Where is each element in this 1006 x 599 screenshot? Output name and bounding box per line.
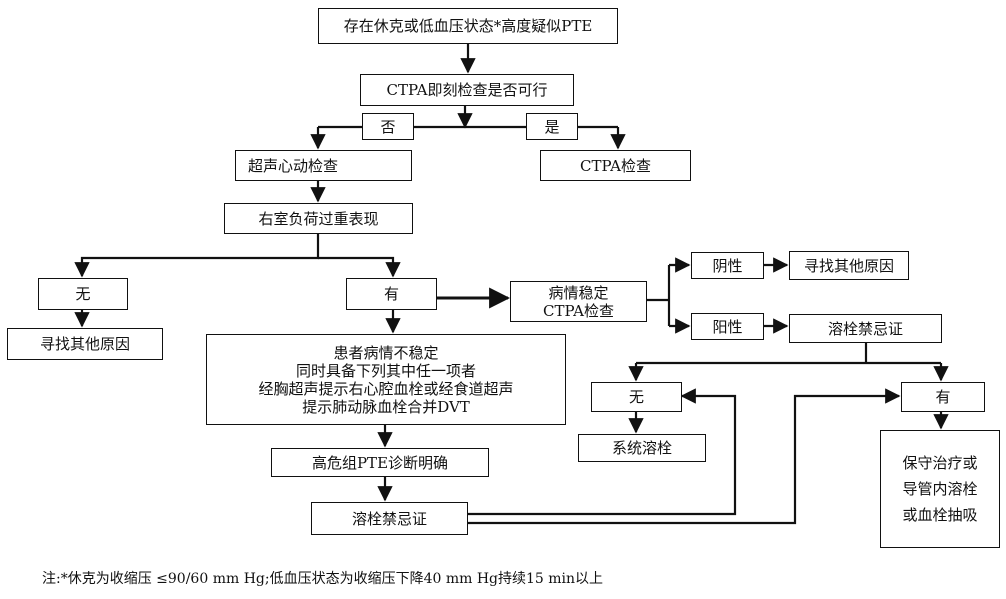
rv-branch — [74, 234, 320, 278]
stable-ctpa-node: 病情稳定 CTPA检查 — [510, 281, 647, 322]
high-risk-diagnosis-node: 高危组PTE诊断明确 — [271, 448, 489, 477]
rv-yes-node: 有 — [346, 278, 437, 310]
ctpa-exam-node: CTPA检查 — [540, 150, 691, 181]
find-other-node-1: 寻找其他原因 — [7, 328, 163, 360]
negative-node: 阴性 — [691, 252, 764, 279]
no-branch-label: 否 — [362, 113, 414, 140]
arrow-contra2-to-yes — [468, 388, 901, 525]
start-node: 存在休克或低血压状态*高度疑似PTE — [318, 8, 618, 44]
conservative-treatment-node: 保守治疗或 导管内溶栓 或血栓抽吸 — [880, 430, 1000, 548]
unstable-criteria-node: 患者病情不稳定 同时具备下列其中任一项者 经胸超声提示右心腔血栓或经食道超声 提… — [206, 334, 566, 425]
footnote: 注:*休克为收缩压 ≤90/60 mm Hg;低血压状态为收缩压下降40 mm … — [42, 571, 604, 587]
rv-none-node: 无 — [38, 278, 128, 310]
ctpa-feasible-node: CTPA即刻检查是否可行 — [360, 74, 574, 106]
positive-node: 阳性 — [691, 313, 764, 340]
rv-overload-node: 右室负荷过重表现 — [224, 203, 413, 234]
thrombolysis-contraindication-node-1: 溶栓禁忌证 — [789, 314, 942, 343]
systemic-thrombolysis-node: 系统溶栓 — [578, 434, 706, 462]
yes-branch-label: 是 — [526, 113, 578, 140]
contraindication-yes-node: 有 — [901, 382, 985, 412]
rv-branch-right — [318, 256, 401, 278]
arrow-contra2-to-none — [468, 388, 737, 516]
echo-node: 超声心动检查 — [235, 150, 412, 181]
thrombolysis-contraindication-node-2: 溶栓禁忌证 — [311, 502, 468, 535]
contraindication-none-node: 无 — [591, 382, 682, 412]
find-other-node-2: 寻找其他原因 — [789, 251, 909, 280]
